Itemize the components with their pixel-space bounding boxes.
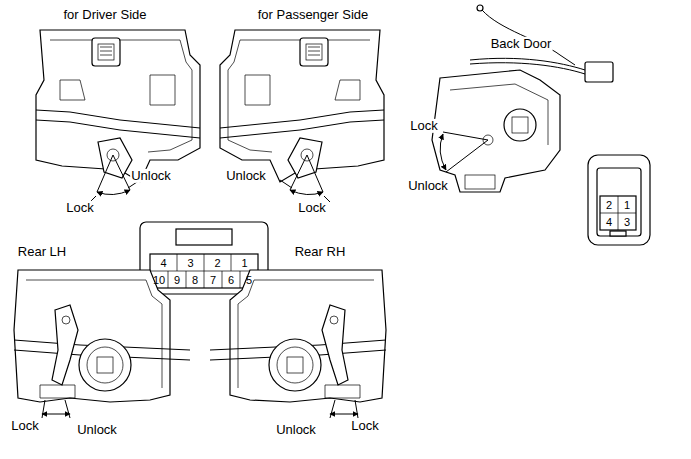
drawing-part — [100, 47, 112, 55]
drawing-part — [140, 222, 268, 294]
drawing-part — [52, 305, 78, 385]
connector-face — [588, 155, 650, 245]
drawing-part — [79, 339, 131, 391]
drawing-part — [446, 140, 488, 172]
drawing-part — [65, 400, 70, 418]
pin-number: 6 — [227, 273, 235, 285]
drawing-part — [482, 10, 575, 65]
drawing-part — [477, 5, 483, 11]
pin-number: 3 — [186, 256, 194, 268]
drawing-part — [87, 347, 123, 383]
pin-number: 1 — [240, 256, 248, 268]
drawing-part — [36, 30, 200, 182]
drawing-part — [176, 229, 232, 245]
position-label: Unlock — [225, 169, 267, 183]
drawing-part — [600, 196, 636, 230]
position-label: Unlock — [130, 169, 172, 183]
position-label: Lock — [350, 419, 379, 433]
drawing-part — [470, 63, 585, 74]
position-label: Lock — [409, 119, 438, 133]
position-label: Lock — [10, 419, 39, 433]
back-door-actuator — [432, 5, 613, 192]
drawing-part — [504, 109, 536, 141]
view-title: Rear RH — [294, 245, 347, 259]
position-label: Unlock — [76, 423, 118, 437]
drawing-part — [97, 357, 113, 373]
pin-number: 8 — [191, 273, 199, 285]
drawing-part — [42, 400, 45, 418]
drawing-part — [597, 168, 641, 236]
drawing-part — [150, 254, 258, 288]
view-title: for Passenger Side — [257, 8, 370, 22]
pin-number: 4 — [159, 256, 167, 268]
drawing-part — [92, 38, 120, 66]
drawing-part — [150, 75, 175, 105]
view-title: Back Door — [490, 37, 553, 51]
drawing-part — [432, 70, 560, 192]
drawing-part — [465, 175, 495, 189]
pin-number: 2 — [213, 256, 221, 268]
connector-face — [140, 222, 268, 294]
front-lock-actuator — [36, 30, 200, 202]
pin-number: 1 — [623, 198, 631, 210]
drawing-part — [610, 231, 626, 236]
rear-lock-actuator — [210, 270, 386, 418]
pin-number: 7 — [209, 273, 217, 285]
drawing-part — [36, 110, 200, 128]
drawing-part — [36, 120, 200, 138]
drawing-part — [150, 254, 258, 288]
drawing-part — [98, 44, 114, 60]
drawing-part — [14, 270, 170, 402]
drawing-part — [62, 316, 70, 324]
pin-number: 2 — [605, 198, 613, 210]
drawing-part — [585, 62, 613, 82]
view-title: Rear LH — [17, 245, 67, 259]
pin-number: 9 — [173, 273, 181, 285]
pin-number: 10 — [152, 273, 166, 285]
drawing-part — [42, 414, 70, 415]
drawing-part — [588, 155, 650, 245]
position-label: Unlock — [275, 423, 317, 437]
drawing-part — [443, 132, 488, 140]
front-lock-actuator — [220, 30, 384, 202]
drawing-part — [440, 134, 446, 170]
pin-number: 4 — [605, 215, 613, 227]
position-label: Unlock — [407, 179, 449, 193]
pin-number: 3 — [623, 215, 631, 227]
drawing-part — [97, 155, 113, 192]
position-label: Lock — [297, 201, 326, 215]
drawing-part — [40, 385, 75, 398]
rear-lock-actuator — [14, 270, 190, 418]
drawing-part — [113, 155, 130, 190]
pin-number: 5 — [245, 273, 253, 285]
position-label: Lock — [65, 201, 94, 215]
view-title: for Driver Side — [62, 8, 147, 22]
drawing-part — [60, 80, 85, 100]
drawing-part — [97, 190, 130, 195]
drawing-part — [512, 117, 528, 133]
drawing-part — [600, 196, 636, 230]
